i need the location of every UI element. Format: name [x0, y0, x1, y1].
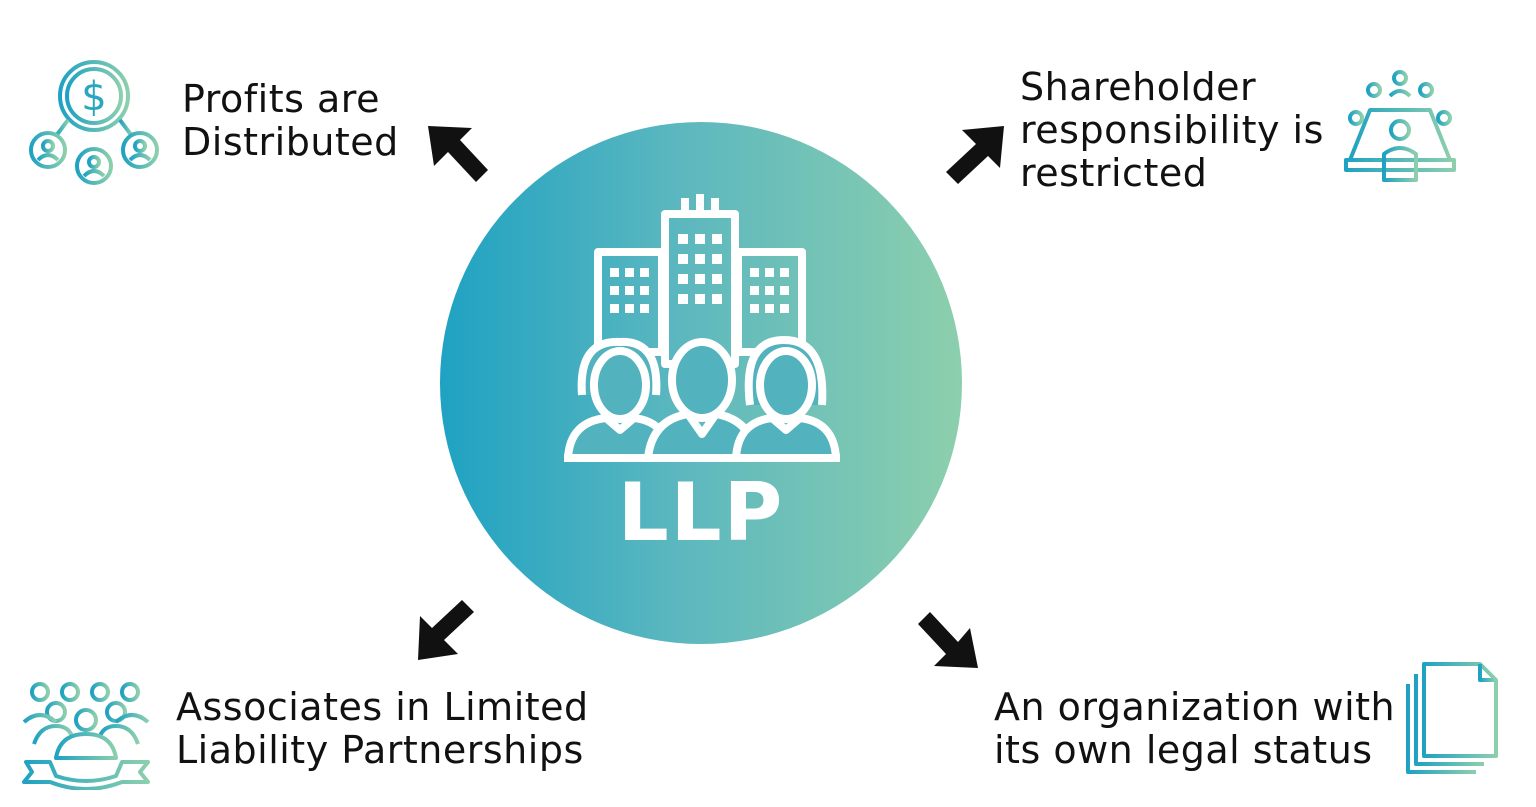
label-legal-status: An organization with its own legal statu… [994, 686, 1395, 772]
label-line: Distributed [182, 120, 399, 164]
company-building-people-icon [564, 194, 840, 462]
arrow-bottom-right [918, 612, 978, 668]
boardroom-meeting-icon [1344, 70, 1456, 182]
label-shareholder-responsibility: Shareholder responsibility is restricted [1020, 66, 1324, 195]
label-line: Profits are [182, 77, 380, 121]
label-line: its own legal status [994, 728, 1373, 772]
profit-distribution-icon: $ [29, 60, 159, 185]
arrow-top-right [946, 126, 1004, 184]
llp-label: LLP [617, 466, 785, 559]
label-line: restricted [1020, 151, 1208, 195]
arrow-top-left [428, 126, 488, 182]
label-line: Liability Partnerships [176, 728, 584, 772]
documents-icon [1406, 662, 1498, 774]
label-profits-distributed: Profits are Distributed [182, 78, 399, 164]
label-line: An organization with [994, 685, 1396, 729]
label-line: Associates in Limited [176, 685, 589, 729]
label-associates-llp: Associates in Limited Liability Partners… [176, 686, 589, 772]
svg-text:$: $ [81, 74, 106, 120]
arrow-bottom-left [418, 600, 474, 660]
group-of-people-icon [22, 682, 150, 790]
label-line: responsibility is [1020, 108, 1324, 152]
label-line: Shareholder [1020, 65, 1257, 109]
